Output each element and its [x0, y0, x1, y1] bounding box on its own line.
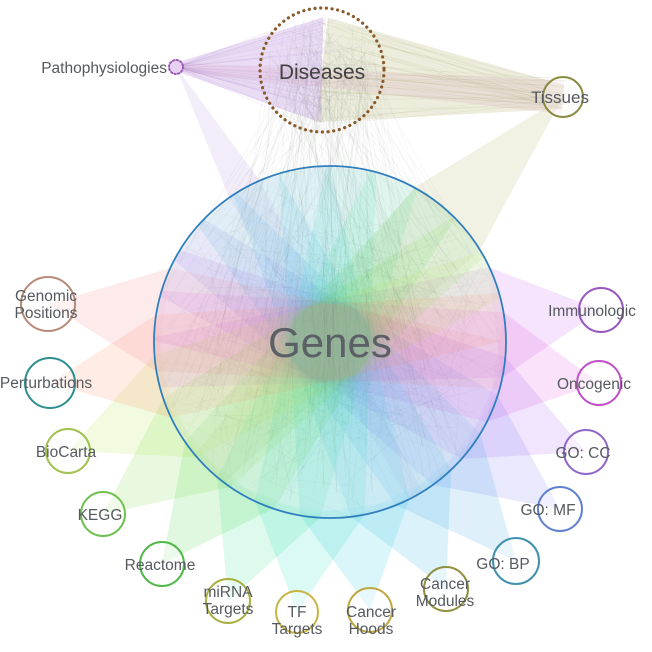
node-reactome[interactable] — [139, 541, 185, 587]
perturbations-edge-bundle-inner — [156, 293, 506, 418]
mirna_targets-edge-bundle-inner — [217, 170, 418, 518]
node-diseases[interactable] — [258, 6, 386, 134]
label-genes: Genes — [268, 319, 392, 366]
reactome-edge-bundle-inner — [185, 187, 456, 509]
go_mf-edge-bundle — [432, 395, 560, 509]
node-tissues[interactable] — [542, 76, 584, 118]
immunologic-edge-bundle — [489, 267, 601, 378]
perturbations-edge-bundle — [50, 314, 172, 418]
node-mirna_targets[interactable] — [205, 578, 251, 624]
label-oncogenic: Oncogenic — [557, 376, 631, 393]
node-cancer_hoods[interactable] — [347, 587, 393, 633]
diseases-hairball — [264, 17, 377, 128]
genomic_positions-edge-bundle-inner — [156, 268, 506, 389]
pathophysiologies-edge-bundle — [176, 67, 260, 198]
label-diseases: Diseases — [279, 61, 365, 84]
biocarta-edge-bundle-inner — [154, 251, 501, 458]
tissues-edge-bundle — [414, 97, 563, 250]
node-kegg[interactable] — [80, 491, 126, 537]
label-pathophysiologies: Pathophysiologies — [41, 60, 167, 77]
node-cancer_modules[interactable] — [423, 566, 469, 612]
node-oncogenic[interactable] — [576, 360, 622, 406]
node-pathophysiologies[interactable] — [168, 59, 184, 75]
mirna_targets-edge-bundle — [217, 477, 321, 601]
pathophysiologies-tissues-edge-bundle — [175, 62, 565, 114]
label-perturbations: Perturbations — [0, 375, 92, 392]
oncogenic-edge-bundle — [486, 312, 599, 422]
label-immunologic: Immunologic — [548, 303, 636, 320]
oncogenic-edge-bundle-inner — [154, 290, 504, 422]
node-go_mf[interactable] — [537, 486, 583, 532]
cancer_modules-edge-bundle — [350, 469, 452, 589]
cancer_hoods-edge-bundle-inner — [279, 166, 410, 516]
cancer_hoods-edge-bundle — [299, 499, 410, 610]
tf_targets-edge-bundle — [254, 501, 365, 612]
genes-area — [154, 166, 506, 518]
pathophysiologies-edge-bundle-inner — [229, 180, 423, 500]
edge-bundles — [48, 17, 601, 612]
label-kegg: KEGG — [78, 507, 123, 524]
node-biocarta[interactable] — [45, 428, 91, 474]
label-go_cc: GO: CC — [555, 445, 610, 462]
go_mf-edge-bundle-inner — [174, 219, 498, 485]
genes-hairball — [154, 167, 504, 517]
node-genes[interactable] — [153, 165, 507, 519]
kegg-edge-bundle — [103, 398, 231, 514]
go_cc-edge-bundle-inner — [160, 250, 506, 459]
cancer_modules-edge-bundle-inner — [233, 173, 452, 517]
biocarta-edge-bundle — [68, 355, 197, 458]
label-biocarta: BioCarta — [36, 444, 97, 461]
label-tissues: Tissues — [531, 88, 589, 107]
pathophysiologies-diseases-edge-bundle — [175, 17, 324, 123]
node-tf_targets[interactable] — [275, 590, 319, 634]
immunologic-edge-bundle-inner — [154, 267, 503, 388]
tf_targets-edge-bundle-inner — [254, 166, 377, 515]
label-go_bp: GO: BP — [476, 556, 529, 573]
node-genomic_positions[interactable] — [20, 276, 76, 332]
node-perturbations[interactable] — [24, 357, 76, 409]
go_bp-edge-bundle-inner — [198, 192, 481, 506]
go_cc-edge-bundle — [461, 357, 586, 459]
node-go_bp[interactable] — [492, 537, 540, 585]
genomic_positions-edge-bundle — [48, 268, 171, 372]
tissues-edge-bundle-inner — [194, 187, 480, 483]
label-go_mf: GO: MF — [520, 502, 575, 519]
node-go_cc[interactable] — [563, 429, 609, 475]
node-immunologic[interactable] — [578, 287, 624, 333]
go_bp-edge-bundle — [396, 433, 516, 561]
label-reactome: Reactome — [125, 557, 196, 574]
kegg-edge-bundle-inner — [163, 216, 485, 487]
reactome-edge-bundle — [162, 441, 274, 564]
